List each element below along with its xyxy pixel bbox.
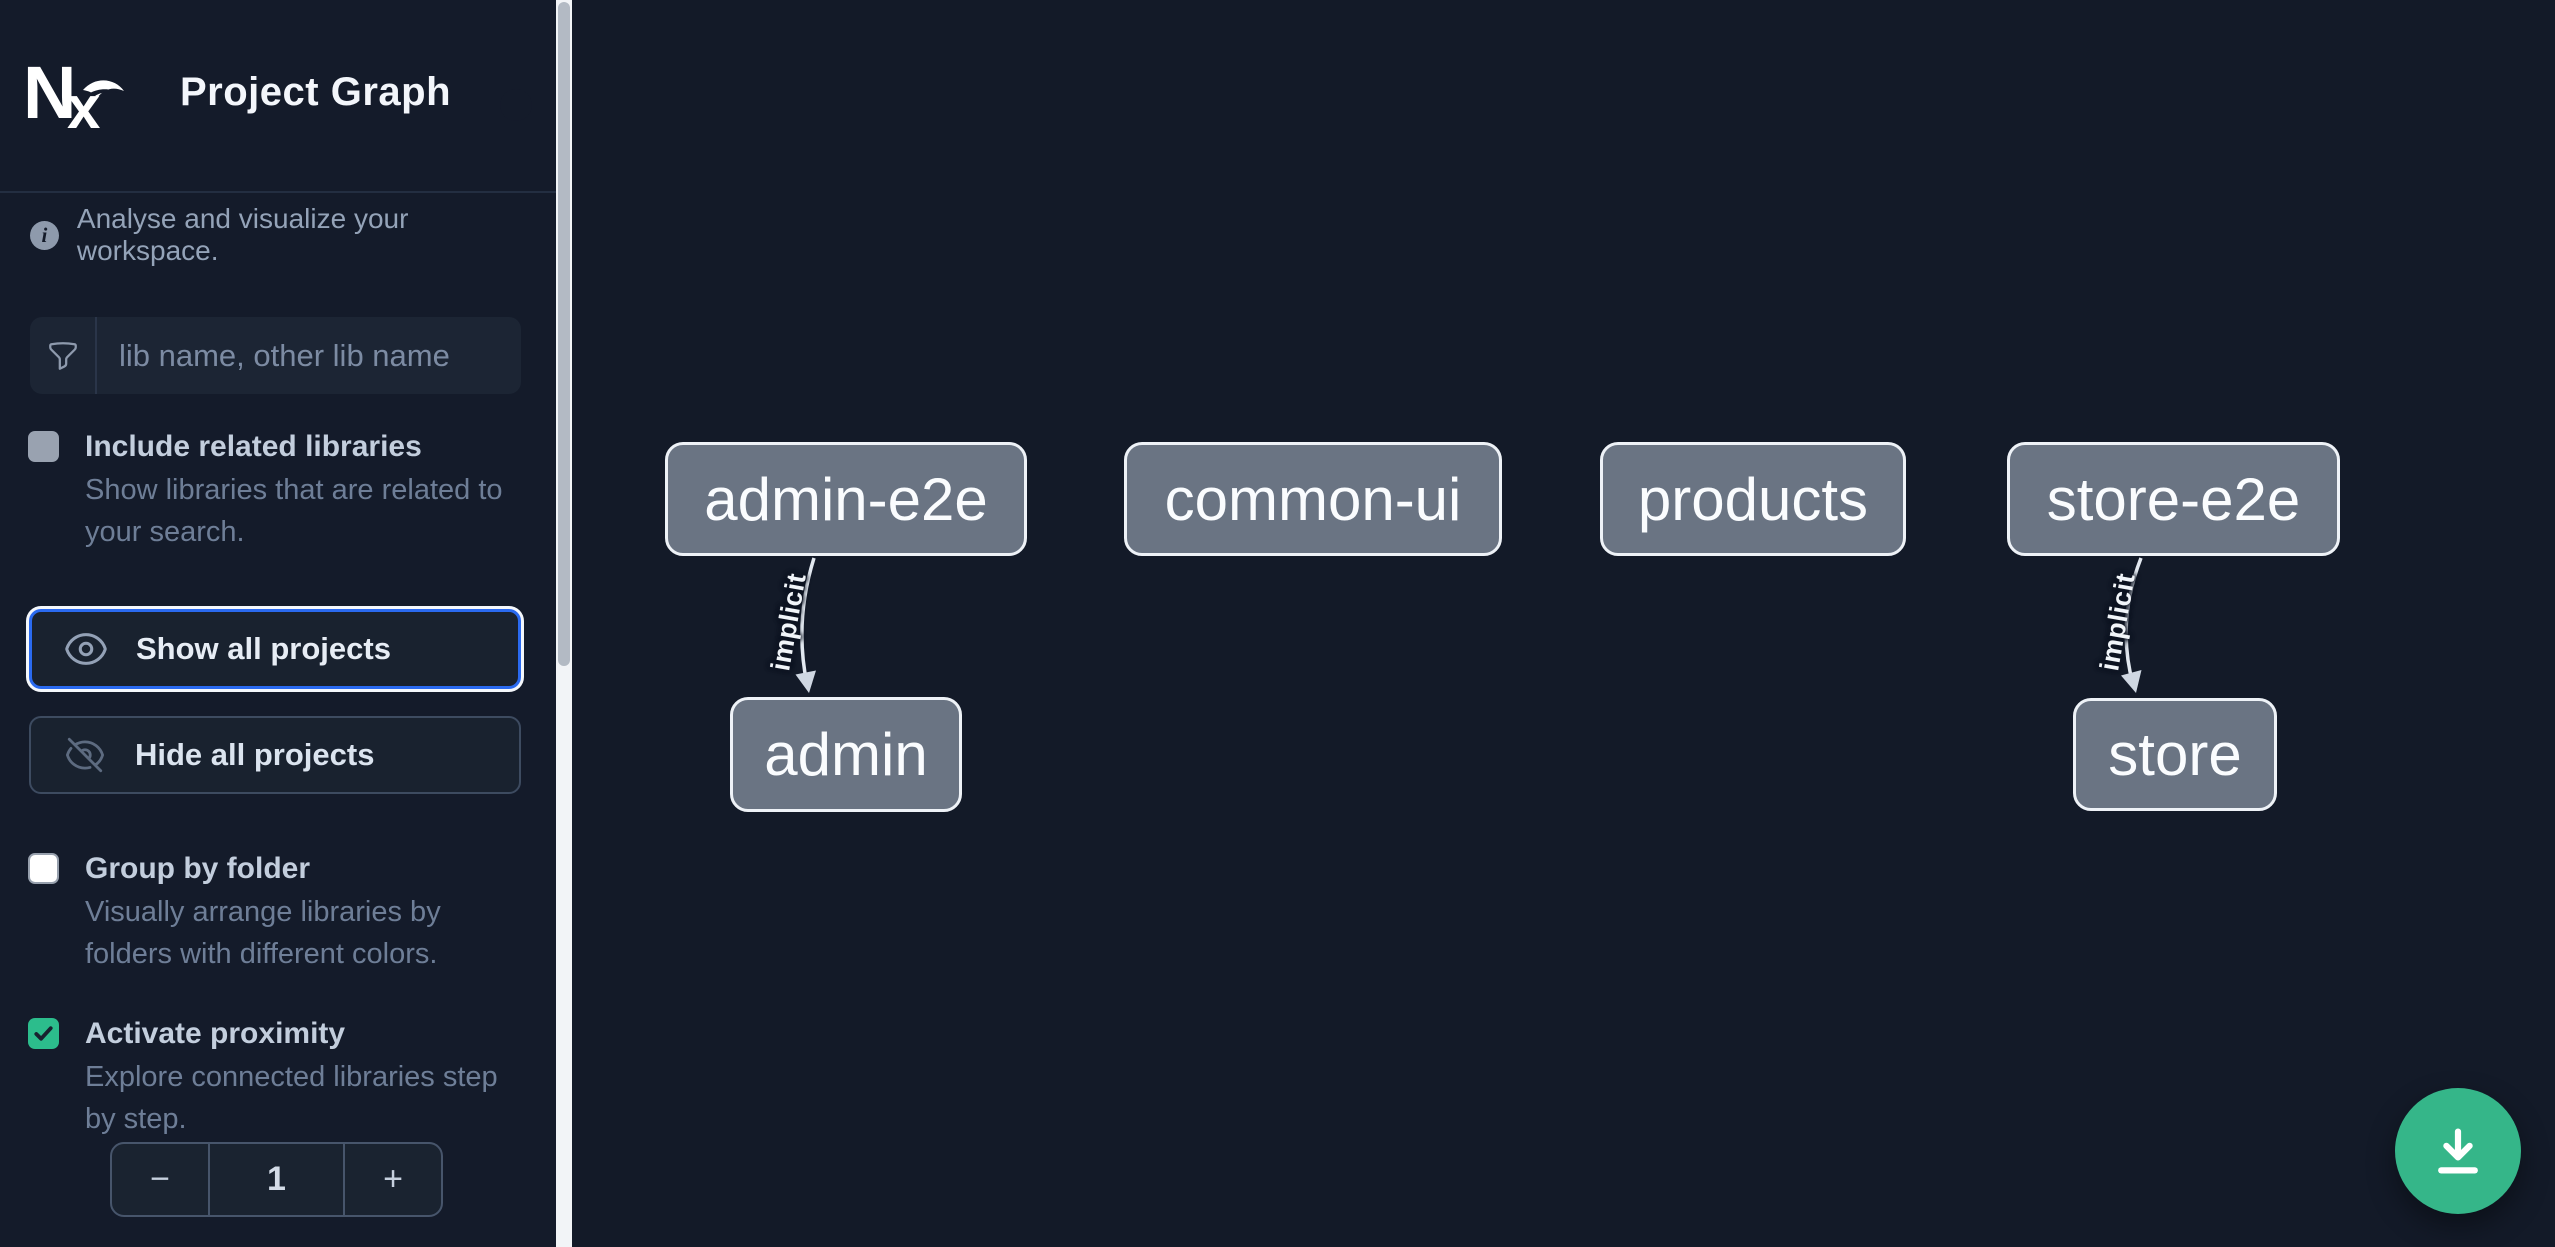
search-box xyxy=(30,317,521,394)
proximity-increment-button[interactable]: + xyxy=(345,1144,441,1215)
include-related-description: Show libraries that are related to your … xyxy=(85,474,503,548)
option-activate-proximity: Activate proximity Explore connected lib… xyxy=(28,1016,532,1140)
page-title: Project Graph xyxy=(180,70,452,114)
download-icon xyxy=(2438,1128,2478,1174)
sidebar: N x Project Graph i Analyse and visualiz… xyxy=(0,0,556,1247)
show-all-projects-button[interactable]: Show all projects xyxy=(29,609,521,689)
proximity-depth-value: 1 xyxy=(208,1144,345,1215)
group-by-folder-label[interactable]: Group by folder xyxy=(85,852,310,885)
arrowhead-admin xyxy=(795,670,816,693)
sidebar-header: N x Project Graph xyxy=(0,0,556,193)
eye-icon xyxy=(62,626,110,672)
arrowhead-store xyxy=(2121,670,2142,693)
group-by-folder-checkbox[interactable] xyxy=(28,853,59,884)
sidebar-scrollbar-thumb[interactable] xyxy=(558,2,570,666)
graph-node-products[interactable]: products xyxy=(1600,442,1906,556)
activate-proximity-checkbox[interactable] xyxy=(28,1018,59,1049)
proximity-decrement-button[interactable]: − xyxy=(112,1144,208,1215)
graph-node-store[interactable]: store xyxy=(2073,698,2277,811)
graph-node-admin-e2e[interactable]: admin-e2e xyxy=(665,442,1027,556)
sidebar-scrollbar[interactable] xyxy=(556,0,572,1247)
svg-text:N: N xyxy=(27,60,76,130)
search-input[interactable] xyxy=(97,317,521,394)
show-all-projects-label: Show all projects xyxy=(136,631,391,666)
graph-node-store-e2e[interactable]: store-e2e xyxy=(2007,442,2340,556)
include-related-label[interactable]: Include related libraries xyxy=(85,430,422,463)
theme-toggle-button[interactable] xyxy=(466,76,508,116)
tagline-row: i Analyse and visualize your workspace. xyxy=(30,203,556,267)
proximity-depth-stepper: − 1 + xyxy=(110,1142,443,1217)
graph-node-common-ui[interactable]: common-ui xyxy=(1124,442,1502,556)
hide-all-projects-button[interactable]: Hide all projects xyxy=(29,716,521,794)
nx-logo: N x xyxy=(27,60,124,130)
edge-label-implicit-store: implicit xyxy=(2094,570,2141,674)
include-related-checkbox[interactable] xyxy=(28,431,59,462)
info-icon: i xyxy=(30,220,59,250)
check-icon xyxy=(34,1026,53,1041)
eye-slash-icon xyxy=(61,734,109,776)
option-group-by-folder: Group by folder Visually arrange librari… xyxy=(28,851,532,975)
edge-label-implicit-admin: implicit xyxy=(765,570,812,674)
option-include-related-libraries: Include related libraries Show libraries… xyxy=(28,429,532,553)
group-by-folder-description: Visually arrange libraries by folders wi… xyxy=(85,896,441,970)
tagline-text: Analyse and visualize your workspace. xyxy=(76,203,409,266)
download-graph-button[interactable] xyxy=(2395,1088,2521,1214)
hide-all-projects-label: Hide all projects xyxy=(135,737,375,772)
activate-proximity-label[interactable]: Activate proximity xyxy=(85,1017,346,1050)
activate-proximity-description: Explore connected libraries step by step… xyxy=(85,1061,498,1135)
graph-node-admin[interactable]: admin xyxy=(730,697,962,812)
funnel-icon xyxy=(30,317,97,394)
